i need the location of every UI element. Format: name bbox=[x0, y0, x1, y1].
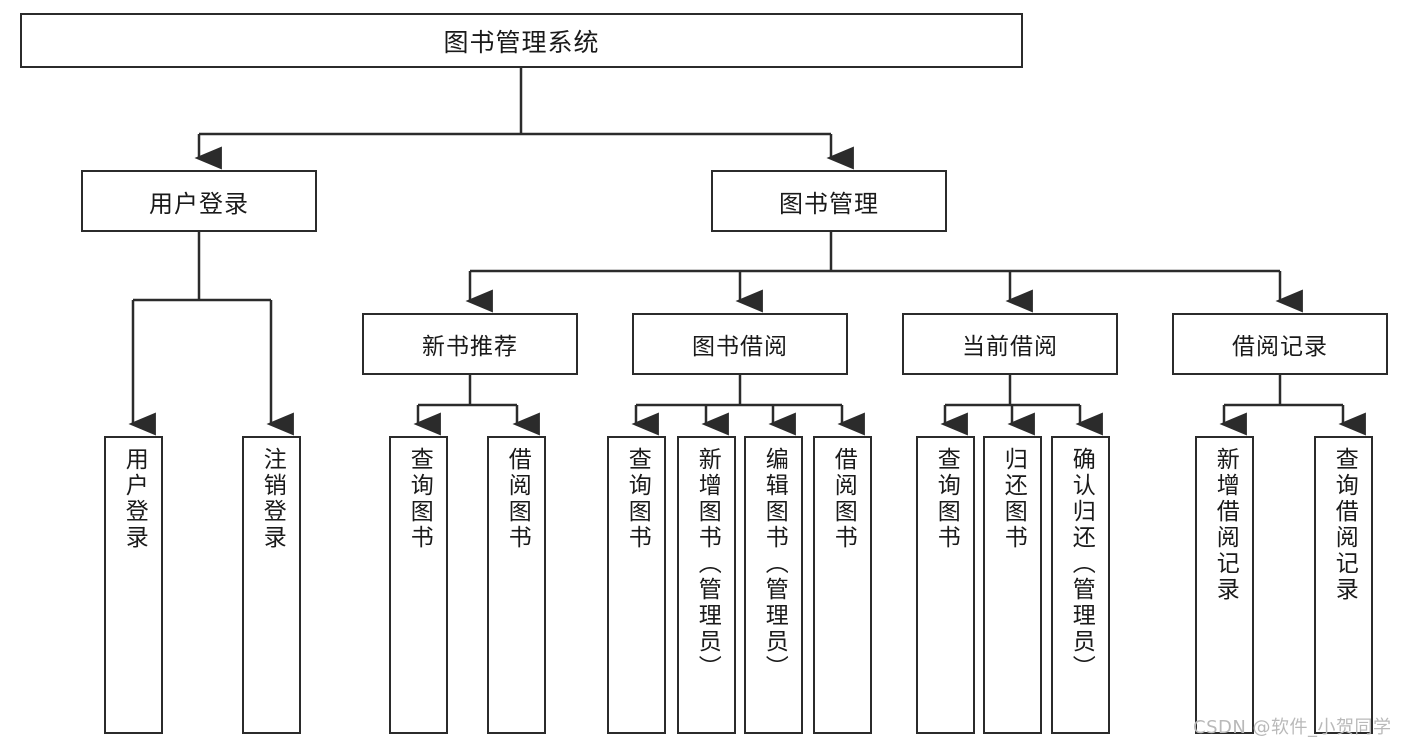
node-borrow-record[interactable]: 借阅记录 bbox=[1172, 313, 1388, 375]
node-root[interactable]: 图书管理系统 bbox=[20, 13, 1023, 68]
leaf-borrow-record-add[interactable]: 新增借阅记录 bbox=[1195, 436, 1254, 734]
node-user-login-label: 用户登录 bbox=[149, 189, 249, 218]
leaf-current-borrow-confirm-return[interactable]: 确认归还（管理员） bbox=[1051, 436, 1110, 734]
node-book-management[interactable]: 图书管理 bbox=[711, 170, 947, 232]
node-user-login[interactable]: 用户登录 bbox=[81, 170, 317, 232]
leaf-user-login-login[interactable]: 用户登录 bbox=[104, 436, 163, 734]
leaf-label: 查询图书 bbox=[406, 447, 433, 551]
leaf-current-borrow-return[interactable]: 归还图书 bbox=[983, 436, 1042, 734]
leaf-label: 归还图书 bbox=[1000, 447, 1027, 551]
leaf-label: 编辑图书（管理员） bbox=[761, 447, 788, 681]
leaf-label: 借阅图书 bbox=[830, 447, 857, 551]
leaf-label: 查询图书 bbox=[624, 447, 651, 551]
node-root-label: 图书管理系统 bbox=[443, 27, 600, 57]
leaf-new-book-query[interactable]: 查询图书 bbox=[389, 436, 448, 734]
node-new-book-recommend[interactable]: 新书推荐 bbox=[362, 313, 578, 375]
node-current-borrow-label: 当前借阅 bbox=[962, 334, 1058, 360]
leaf-current-borrow-query[interactable]: 查询图书 bbox=[916, 436, 975, 734]
leaf-label: 新增借阅记录 bbox=[1212, 447, 1239, 603]
leaf-new-book-borrow[interactable]: 借阅图书 bbox=[487, 436, 546, 734]
leaf-book-borrow-query[interactable]: 查询图书 bbox=[607, 436, 666, 734]
node-borrow-record-label: 借阅记录 bbox=[1232, 334, 1328, 360]
leaf-user-login-logout[interactable]: 注销登录 bbox=[242, 436, 301, 734]
node-book-management-label: 图书管理 bbox=[779, 189, 879, 218]
leaf-book-borrow-borrow[interactable]: 借阅图书 bbox=[813, 436, 872, 734]
leaf-label: 借阅图书 bbox=[504, 447, 531, 551]
leaf-book-borrow-add[interactable]: 新增图书（管理员） bbox=[677, 436, 736, 734]
csdn-watermark: CSDN @软件_小贺同学 bbox=[1193, 717, 1392, 738]
leaf-book-borrow-edit[interactable]: 编辑图书（管理员） bbox=[744, 436, 803, 734]
leaf-label: 确认归还（管理员） bbox=[1068, 447, 1095, 681]
node-current-borrow[interactable]: 当前借阅 bbox=[902, 313, 1118, 375]
leaf-label: 注销登录 bbox=[259, 447, 286, 551]
node-book-borrow-label: 图书借阅 bbox=[692, 334, 788, 360]
leaf-label: 新增图书（管理员） bbox=[694, 447, 721, 681]
leaf-borrow-record-query[interactable]: 查询借阅记录 bbox=[1314, 436, 1373, 734]
leaf-label: 用户登录 bbox=[121, 447, 148, 551]
node-new-book-recommend-label: 新书推荐 bbox=[422, 334, 518, 360]
leaf-label: 查询图书 bbox=[933, 447, 960, 551]
node-book-borrow[interactable]: 图书借阅 bbox=[632, 313, 848, 375]
leaf-label: 查询借阅记录 bbox=[1331, 447, 1358, 603]
